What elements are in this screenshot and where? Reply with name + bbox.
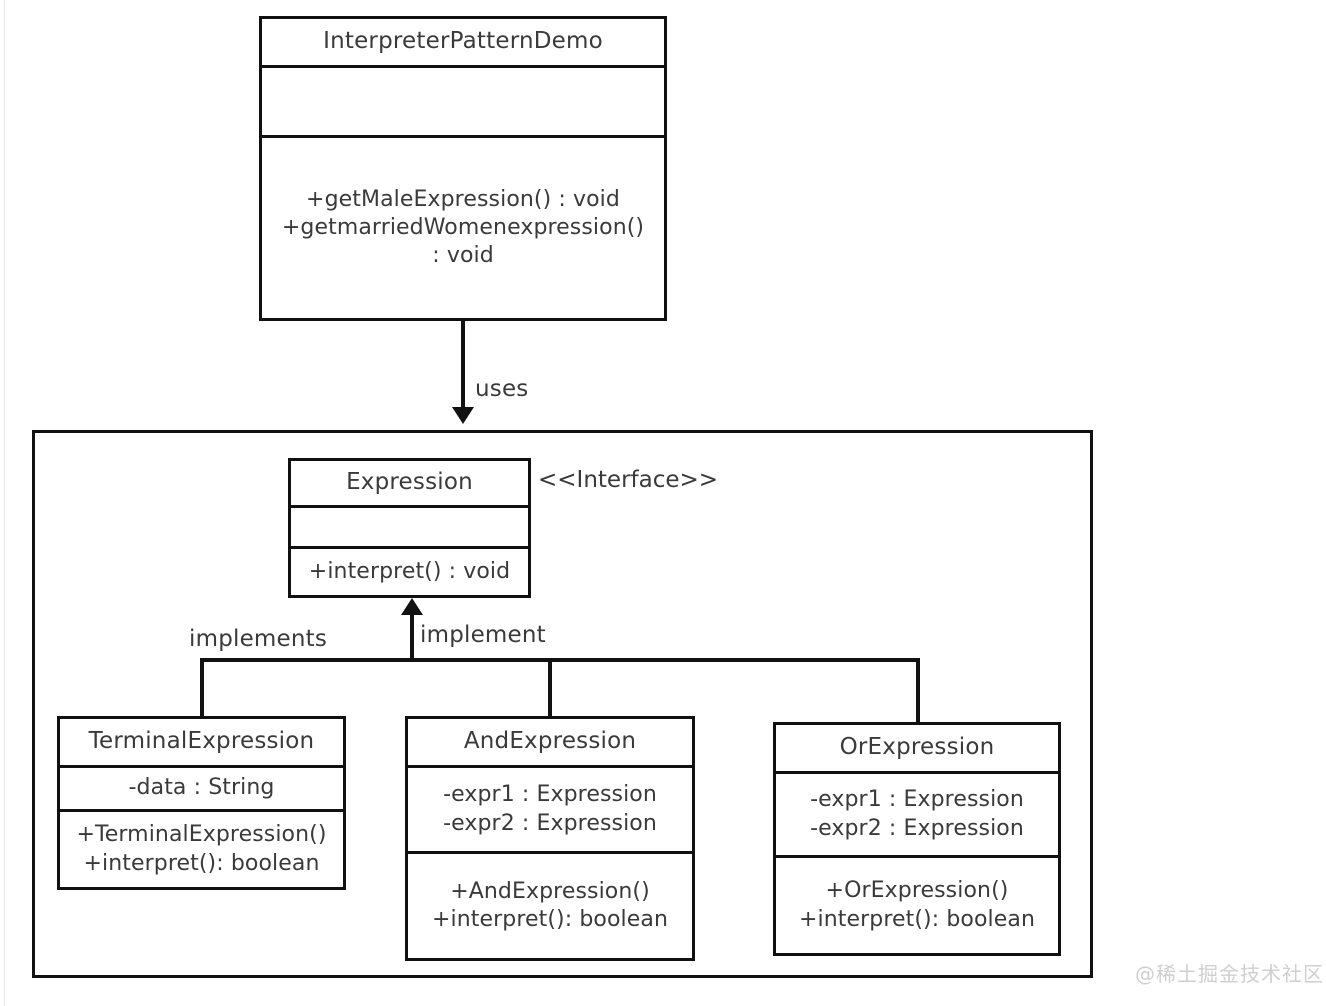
class-name-compartment: InterpreterPatternDemo	[262, 19, 664, 65]
implements-edge-label-left: implements	[189, 626, 328, 652]
method-row: +AndExpression()	[450, 878, 650, 904]
method-row: +interpret(): boolean	[83, 850, 320, 876]
expression-stereotype-label: <<Interface>>	[538, 467, 719, 493]
class-attributes-compartment: -expr1 : Expression -expr2 : Expression	[408, 765, 692, 851]
class-box-or-expression[interactable]: OrExpression -expr1 : Expression -expr2 …	[773, 722, 1061, 956]
class-name-label: OrExpression	[839, 734, 995, 761]
class-attributes-compartment	[291, 505, 528, 546]
implements-branch-and	[548, 658, 552, 716]
expression-package-frame	[32, 430, 1093, 978]
method-row: +getMaleExpression() : void	[306, 186, 620, 212]
implements-trunk-line	[410, 613, 414, 662]
page-left-rule	[4, 0, 5, 1006]
class-attributes-compartment	[262, 65, 664, 135]
attribute-row: -expr2 : Expression	[443, 810, 657, 836]
class-methods-compartment: +AndExpression() +interpret(): boolean	[408, 851, 692, 958]
attribute-row: -expr2 : Expression	[810, 815, 1024, 841]
implements-branch-or	[916, 658, 920, 722]
method-row: +getmarriedWomenexpression()	[281, 214, 645, 240]
class-methods-compartment: +OrExpression() +interpret(): boolean	[776, 855, 1058, 953]
class-box-interpreter-pattern-demo[interactable]: InterpreterPatternDemo +getMaleExpressio…	[259, 16, 667, 321]
class-methods-compartment: +TerminalExpression() +interpret(): bool…	[60, 809, 343, 887]
class-name-label: TerminalExpression	[88, 728, 315, 755]
class-name-label: InterpreterPatternDemo	[323, 28, 603, 55]
class-box-expression[interactable]: Expression +interpret() : void	[288, 458, 531, 598]
class-name-label: AndExpression	[463, 728, 637, 755]
implements-branch-terminal	[200, 658, 204, 716]
implements-arrowhead-icon	[401, 598, 423, 615]
uses-edge-label: uses	[475, 376, 529, 402]
class-name-label: Expression	[346, 469, 473, 496]
class-name-compartment: AndExpression	[408, 719, 692, 765]
attribute-row: -expr1 : Expression	[443, 782, 657, 808]
class-attributes-compartment: -expr1 : Expression -expr2 : Expression	[776, 771, 1058, 855]
implements-spine-line	[200, 658, 920, 662]
method-row: : void	[432, 243, 494, 269]
method-row: +interpret(): boolean	[798, 906, 1035, 932]
class-attributes-compartment: -data : String	[60, 765, 343, 809]
class-methods-compartment: +getMaleExpression() : void +getmarriedW…	[262, 135, 664, 318]
attribute-row: -data : String	[128, 775, 275, 801]
class-methods-compartment: +interpret() : void	[291, 546, 528, 595]
implement-edge-label-center: implement	[420, 622, 546, 648]
class-name-compartment: TerminalExpression	[60, 719, 343, 765]
method-row: +interpret() : void	[308, 558, 511, 584]
uses-arrowhead-icon	[452, 407, 474, 424]
method-row: +TerminalExpression()	[76, 822, 327, 848]
class-name-compartment: Expression	[291, 461, 528, 505]
method-row: +OrExpression()	[825, 878, 1009, 904]
class-box-terminal-expression[interactable]: TerminalExpression -data : String +Termi…	[57, 716, 346, 890]
class-box-and-expression[interactable]: AndExpression -expr1 : Expression -expr2…	[405, 716, 695, 961]
attribute-row: -expr1 : Expression	[810, 787, 1024, 813]
class-name-compartment: OrExpression	[776, 725, 1058, 771]
site-watermark: @稀土掘金技术社区	[1135, 962, 1324, 986]
uses-edge-line	[461, 321, 465, 409]
method-row: +interpret(): boolean	[431, 907, 668, 932]
